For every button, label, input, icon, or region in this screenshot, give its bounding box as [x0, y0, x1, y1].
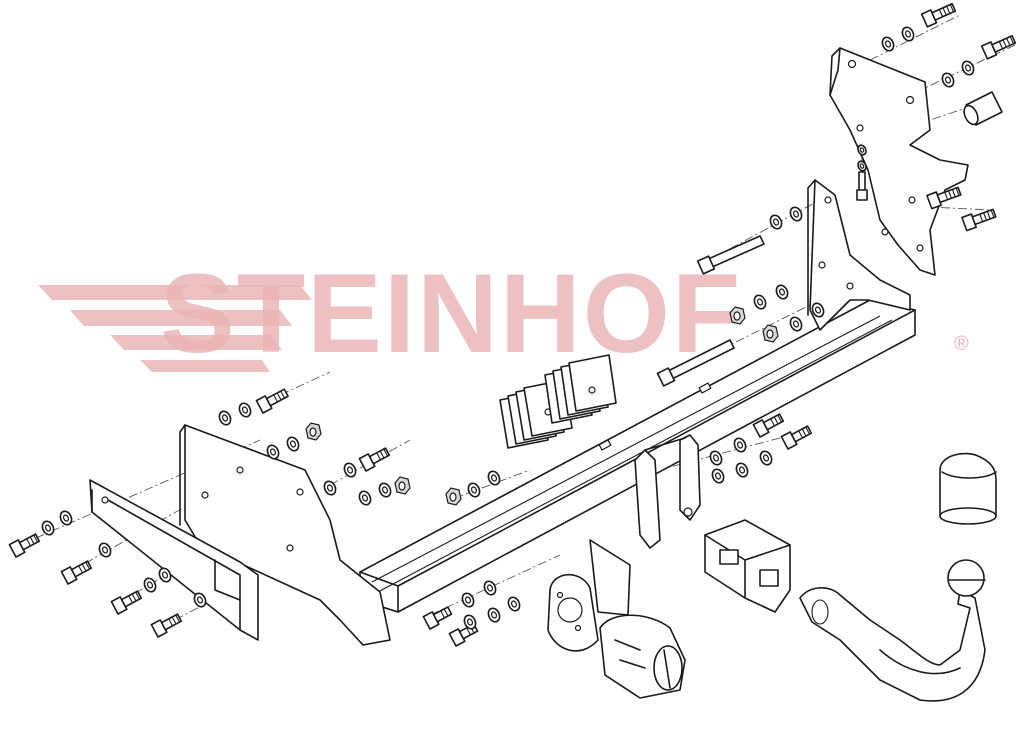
hex-bolt	[255, 388, 289, 414]
washer	[709, 450, 723, 466]
long-bolt-upper	[696, 235, 765, 275]
washer	[811, 302, 825, 318]
washer	[238, 402, 252, 418]
tow-ball-cover	[939, 452, 997, 525]
detachable-receiver-block	[704, 519, 791, 613]
washer	[857, 160, 867, 172]
washer	[343, 462, 357, 478]
hex-bolt	[780, 425, 813, 450]
washer	[857, 144, 867, 156]
steinhof-watermark: STEINHOF ®	[38, 251, 969, 376]
hex-bolt	[150, 613, 183, 638]
washer	[41, 520, 55, 536]
hex-bolt	[980, 34, 1017, 60]
fasteners-group	[8, 2, 1017, 647]
washer	[483, 580, 497, 596]
washer	[735, 462, 749, 478]
hex-nut	[394, 476, 411, 495]
washer	[733, 437, 747, 453]
washer	[463, 614, 477, 630]
washer	[358, 490, 372, 506]
washer	[218, 410, 232, 426]
washer	[961, 60, 975, 76]
washer	[461, 592, 475, 608]
brand-wordmark: STEINHOF	[160, 251, 742, 376]
washer	[378, 482, 392, 498]
washer	[98, 542, 112, 558]
left-side-bracket	[179, 424, 391, 646]
hex-bolt	[358, 447, 391, 472]
washer	[759, 450, 773, 466]
hex-bolt	[926, 186, 962, 210]
washer	[323, 480, 337, 496]
washer	[467, 482, 481, 498]
washer	[266, 444, 280, 460]
spacer-sleeve	[963, 91, 1003, 126]
washer	[487, 470, 501, 486]
hex-bolt	[422, 606, 453, 630]
electrical-socket	[599, 614, 686, 699]
hex-nut	[305, 422, 322, 441]
hex-bolt	[60, 560, 93, 585]
washer	[789, 316, 803, 332]
washer	[711, 468, 725, 484]
tow-ball-neck	[799, 559, 986, 702]
hex-bolt	[110, 590, 143, 615]
hex-nut	[762, 324, 779, 343]
center-ball-mount-bracket	[634, 434, 701, 549]
long-bolt-lower	[656, 339, 735, 387]
hex-bolt	[752, 413, 785, 438]
hex-nut	[445, 487, 462, 506]
hex-bolt	[920, 2, 957, 28]
hex-nut	[729, 306, 746, 325]
washer	[769, 214, 783, 230]
hex-bolt	[961, 208, 997, 232]
washer	[286, 436, 300, 452]
rubber-buffer-pad-right	[544, 354, 617, 424]
left-spacer-plate	[89, 479, 259, 641]
hex-bolt	[448, 623, 479, 647]
washer	[775, 284, 789, 300]
washer	[753, 294, 767, 310]
brand-swoosh-logo	[38, 285, 312, 372]
upper-mounting-bracket	[829, 47, 969, 276]
washer	[901, 26, 915, 42]
washer	[487, 607, 501, 623]
washer	[59, 510, 73, 526]
washer	[789, 206, 803, 222]
right-side-bracket	[807, 179, 911, 331]
vertical-bolt	[856, 171, 868, 201]
washer	[143, 577, 157, 593]
hex-bolt	[8, 533, 41, 558]
socket-mounting-plate	[547, 539, 631, 652]
washer	[193, 592, 207, 608]
washer	[941, 72, 955, 88]
washer	[881, 36, 895, 52]
washer	[507, 596, 521, 612]
washer	[158, 567, 172, 583]
registered-mark: ®	[954, 333, 969, 355]
